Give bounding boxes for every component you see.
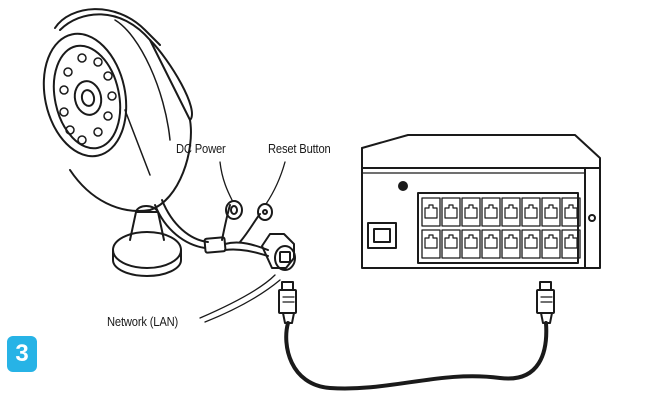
dc-power-lead — [221, 204, 231, 241]
ethernet-patch-cable — [278, 281, 555, 391]
network-lan-jack — [261, 233, 296, 271]
switch-port — [441, 229, 461, 259]
switch-port — [421, 229, 441, 259]
switch-port — [501, 197, 521, 227]
switch-port — [481, 197, 501, 227]
switch-port-block — [417, 192, 581, 264]
switch-port — [521, 197, 541, 227]
switch-port — [461, 197, 481, 227]
switch-uplink-port — [367, 222, 397, 249]
switch-port — [541, 197, 561, 227]
switch-port — [421, 197, 441, 227]
switch-port — [441, 197, 461, 227]
rj45-plug-left — [278, 281, 297, 324]
reset-button-cap — [257, 203, 273, 221]
camera-face — [42, 32, 128, 158]
network-lan-label: Network (LAN) — [107, 314, 179, 329]
reset-button-label: Reset Button — [268, 141, 331, 156]
switch-port — [481, 229, 501, 259]
dc-power-jack — [225, 200, 243, 220]
ir-led-ring — [59, 53, 117, 145]
callout-leaders — [199, 161, 286, 323]
reset-lead — [239, 213, 261, 243]
camera-cable-bundle — [154, 199, 296, 271]
switch-port — [561, 197, 581, 227]
switch-port — [461, 229, 481, 259]
switch-port — [561, 229, 581, 259]
switch-port — [541, 229, 561, 259]
network-switch — [361, 134, 601, 269]
switch-port — [501, 229, 521, 259]
step-number-badge: 3 — [7, 336, 37, 372]
bullet-camera — [42, 8, 193, 277]
camera-body — [59, 13, 193, 212]
switch-status-led — [398, 181, 408, 191]
dc-power-label: DC Power — [176, 141, 226, 156]
rj45-plug-right — [536, 281, 555, 324]
switch-port — [521, 229, 541, 259]
